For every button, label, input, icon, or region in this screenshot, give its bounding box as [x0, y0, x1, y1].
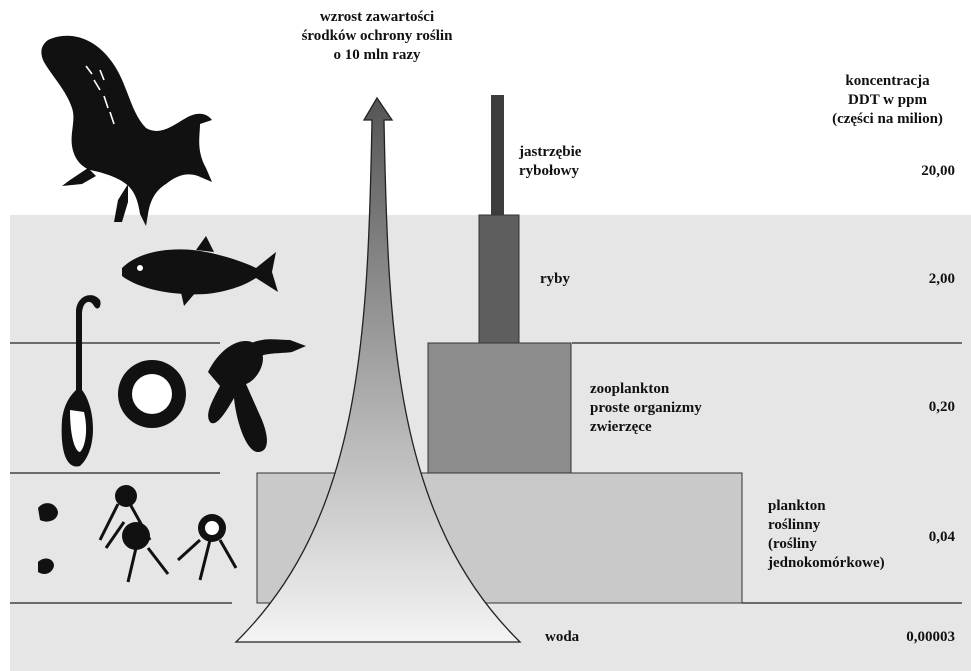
bar-hawks — [491, 95, 504, 215]
value-hawks: 20,00 — [855, 162, 955, 181]
level-name-zooplankton-line-3: zwierzęce — [590, 418, 702, 437]
bar-zooplankton — [428, 343, 571, 473]
value-fish: 2,00 — [855, 270, 955, 289]
level-name-fish-line-1: ryby — [540, 270, 570, 289]
level-name-hawks-line-1: jastrzębie — [519, 143, 581, 162]
level-name-zooplankton: zooplankton proste organizmy zwierzęce — [590, 380, 702, 437]
concentration-header-line-2: DDT w ppm — [810, 91, 965, 110]
level-name-zooplankton-line-1: zooplankton — [590, 380, 702, 399]
level-name-phytoplankton-line-1: plankton — [768, 497, 885, 516]
zooplankton-cell-inner — [132, 374, 172, 414]
bar-fish — [479, 215, 519, 343]
value-phytoplankton: 0,04 — [855, 528, 955, 547]
fish-eye — [137, 265, 143, 271]
value-water: 0,00003 — [855, 628, 955, 647]
level-name-water-line-1: woda — [545, 628, 579, 647]
level-name-phytoplankton-line-4: jednokomórkowe) — [768, 554, 885, 573]
phytoplankton-cell-inner — [205, 521, 219, 535]
level-name-hawks: jastrzębie rybołowy — [519, 143, 581, 181]
concentration-header-line-3: (części na milion) — [810, 110, 965, 129]
bird-icon — [41, 36, 212, 226]
level-name-water: woda — [545, 628, 579, 647]
arrow-label: wzrost zawartości środków ochrony roślin… — [262, 8, 492, 65]
value-zooplankton: 0,20 — [855, 398, 955, 417]
arrow-label-line-2: środków ochrony roślin — [262, 27, 492, 46]
level-name-fish: ryby — [540, 270, 570, 289]
level-name-zooplankton-line-2: proste organizmy — [590, 399, 702, 418]
concentration-header: koncentracja DDT w ppm (części na milion… — [810, 72, 965, 129]
arrow-label-line-1: wzrost zawartości — [262, 8, 492, 27]
concentration-header-line-1: koncentracja — [810, 72, 965, 91]
arrow-label-line-3: o 10 mln razy — [262, 46, 492, 65]
level-name-hawks-line-2: rybołowy — [519, 162, 581, 181]
